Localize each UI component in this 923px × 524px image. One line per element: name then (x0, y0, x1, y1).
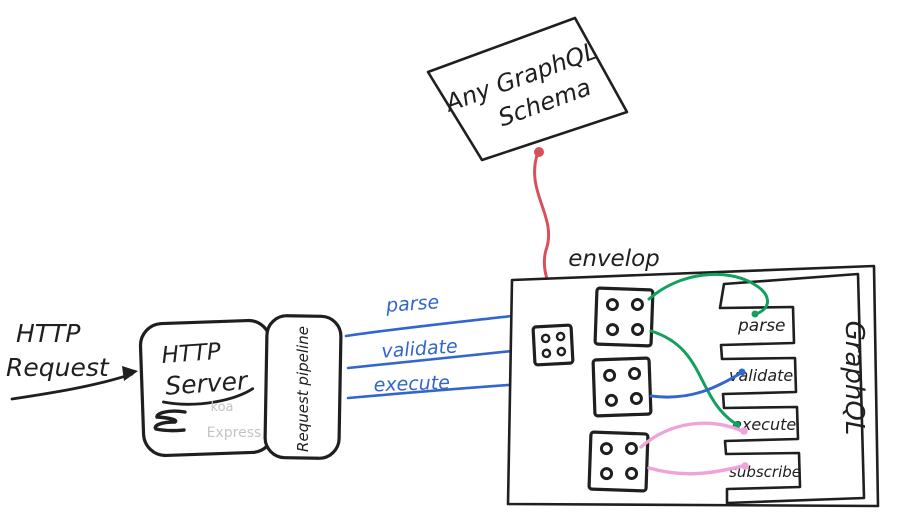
plugin-hole (625, 466, 639, 480)
plugin-box-1-outline (593, 286, 655, 348)
green-wire-execute (649, 329, 738, 426)
plugin-hole (628, 367, 642, 381)
plugin-hole (606, 323, 620, 337)
request-arrowhead-icon (122, 366, 138, 381)
plugin-box-1 (593, 286, 655, 348)
request-pipeline-outline (263, 314, 343, 460)
socket-box (531, 323, 575, 367)
plugin-hole (603, 368, 617, 382)
green-wire-parse (647, 272, 769, 316)
pink-wire-execute (639, 421, 744, 449)
koa-label: koa (211, 400, 234, 415)
execute-pipeline-wire (346, 382, 525, 400)
http-request-label-line1: HTTP (16, 319, 81, 348)
slot-execute-label: execute (732, 415, 796, 434)
plugin-box-3 (587, 430, 650, 493)
schema-shape (426, 16, 629, 162)
socket-hole (555, 331, 566, 342)
request-pipeline-box: Request pipeline (263, 314, 343, 460)
server-label-line2: Server (164, 366, 250, 401)
plugin-hole (599, 442, 613, 456)
validate-wire-label: validate (381, 335, 459, 362)
plugin-box-2 (591, 356, 653, 418)
parse-pipeline-wire (344, 313, 522, 338)
http-request-label-line2: Request (6, 353, 110, 382)
blue-wire-validate-end (738, 368, 746, 376)
server-label-line1: HTTP (161, 339, 222, 369)
parse-wire-label: parse (384, 291, 440, 317)
green-wire-parse-end (751, 310, 759, 318)
graphql-label: GraphQL (839, 321, 869, 436)
execute-wire-label: execute (373, 372, 450, 397)
slot-parse-label: parse (737, 316, 786, 336)
pink-wire-subscribe (647, 464, 745, 476)
server-label-flourish (162, 387, 255, 406)
pink-wire-execute-end (740, 427, 748, 435)
validate-pipeline-wire (346, 348, 524, 370)
plugin-box-3-outline (587, 430, 650, 493)
plugin-hole (629, 392, 643, 406)
socket-hole (556, 346, 567, 357)
express-logo-icon (153, 409, 187, 433)
plugin-hole (605, 298, 619, 312)
envelop-label: envelop (568, 246, 660, 272)
socket-hole (541, 348, 552, 359)
request-pipeline-label: Request pipeline (294, 326, 312, 452)
plugin-box-2-outline (591, 356, 653, 418)
plugin-hole (630, 297, 644, 311)
express-label: Express (207, 425, 262, 441)
plugin-hole (600, 467, 614, 481)
plugin-hole (624, 441, 638, 455)
http-server-box: HTTP Server koa Express (138, 318, 276, 458)
plugin-hole (631, 322, 645, 336)
socket-hole (540, 333, 551, 344)
request-arrow (10, 372, 134, 401)
graphql-shape (718, 272, 866, 505)
socket-box-outline (531, 323, 575, 367)
blue-wire-validate (649, 371, 743, 399)
plugin-hole (604, 393, 618, 407)
pink-wire-subscribe-end (741, 462, 749, 470)
